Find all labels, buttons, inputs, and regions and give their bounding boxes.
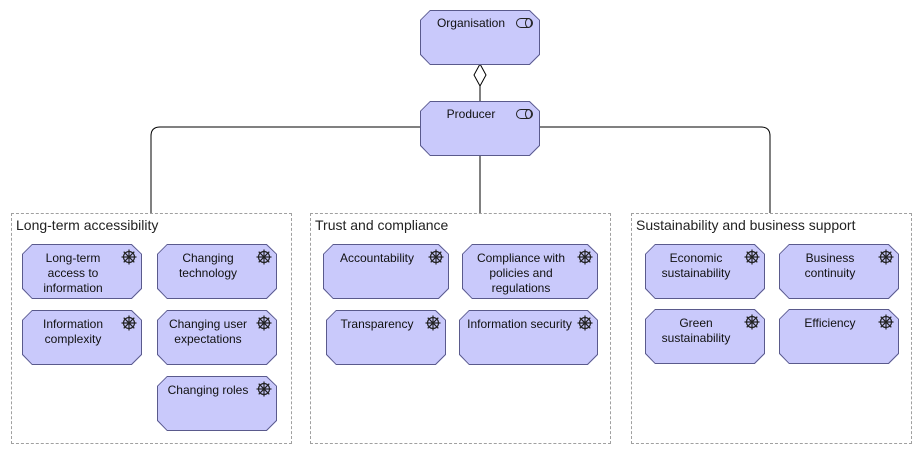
driver-element[interactable]: Business continuity — [779, 244, 899, 299]
driver-label: Information security — [467, 317, 572, 331]
driver-element[interactable]: Transparency — [326, 310, 446, 365]
driver-label: Green sustainability — [661, 316, 731, 345]
driver-element[interactable]: Green sustainability — [645, 309, 765, 364]
driver-element[interactable]: Changing roles — [157, 376, 277, 431]
driver-label: Business continuity — [804, 251, 856, 280]
producer-label: Producer — [446, 107, 496, 121]
group-sustainability-and-business-support[interactable]: Sustainability and business support — [631, 213, 912, 444]
connector-to-long-term-accessibility — [150, 126, 420, 213]
aggregation-diamond — [473, 62, 487, 88]
driver-label: Economic sustainability — [661, 251, 731, 280]
group-trust-and-compliance[interactable]: Trust and compliance — [310, 213, 611, 444]
driver-label: Transparency — [340, 317, 414, 331]
driver-label: Efficiency — [804, 316, 856, 330]
role-icon — [516, 109, 534, 119]
driver-label: Changing technology — [178, 251, 238, 280]
group-title: Sustainability and business support — [636, 217, 856, 233]
connector-to-sustainability — [539, 126, 771, 213]
organisation-node[interactable]: Organisation — [420, 10, 540, 65]
driver-element[interactable]: Long-term access to information — [22, 244, 142, 299]
driver-element[interactable]: Compliance with policies and regulations — [462, 244, 598, 299]
driver-label: Information complexity — [42, 317, 104, 346]
driver-element[interactable]: Economic sustainability — [645, 244, 765, 299]
driver-element[interactable]: Changing user expectations — [157, 310, 277, 365]
driver-label: Changing user expectations — [168, 317, 248, 346]
driver-label: Compliance with policies and regulations — [476, 251, 566, 295]
driver-label: Long-term access to information — [43, 251, 103, 295]
group-long-term-accessibility[interactable]: Long-term accessibility — [11, 213, 292, 444]
role-icon — [516, 18, 534, 28]
driver-element[interactable]: Information complexity — [22, 310, 142, 365]
organisation-label: Organisation — [436, 16, 506, 30]
driver-element[interactable]: Information security — [459, 310, 598, 365]
driver-element[interactable]: Changing technology — [157, 244, 277, 299]
driver-element[interactable]: Accountability — [323, 244, 449, 299]
driver-label: Changing roles — [167, 383, 249, 397]
driver-element[interactable]: Efficiency — [779, 309, 899, 364]
group-title: Trust and compliance — [315, 217, 449, 233]
producer-node[interactable]: Producer — [420, 101, 540, 156]
driver-label: Accountability — [339, 251, 415, 265]
group-title: Long-term accessibility — [16, 217, 159, 233]
